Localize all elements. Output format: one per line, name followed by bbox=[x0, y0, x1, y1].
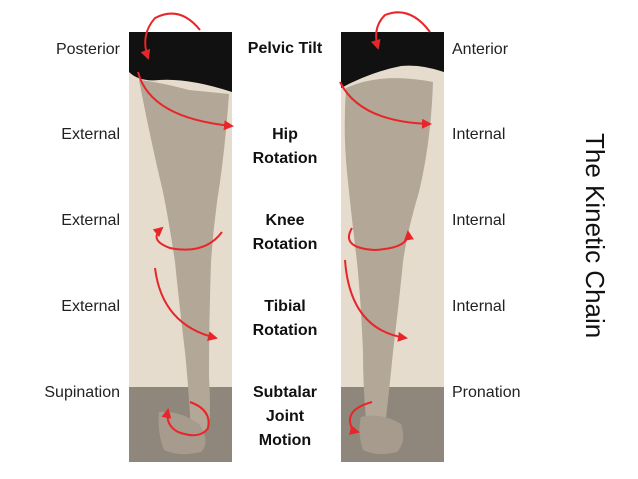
arrow-hip-external bbox=[138, 72, 232, 126]
arrow-subtalar-supination bbox=[167, 402, 208, 435]
arrow-subtalar-pronation bbox=[350, 402, 372, 432]
arrow-tibial-external bbox=[155, 268, 216, 338]
arrow-hip-internal bbox=[340, 82, 430, 124]
arrow-knee-internal bbox=[349, 228, 408, 250]
arrow-pelvic-posterior bbox=[145, 14, 200, 58]
arrow-knee-external bbox=[157, 228, 222, 250]
arrow-tibial-internal bbox=[345, 260, 406, 338]
arrow-pelvic-anterior bbox=[376, 12, 430, 48]
